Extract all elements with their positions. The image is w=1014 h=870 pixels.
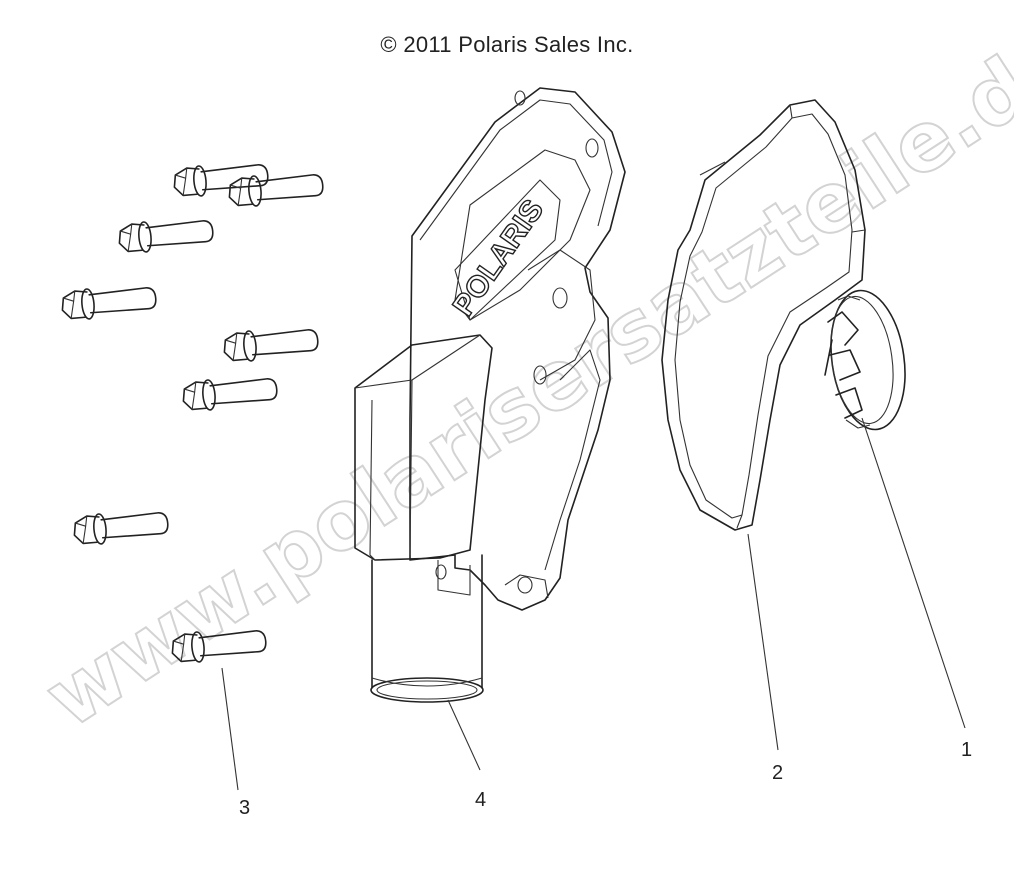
- bolt-group: [61, 163, 324, 663]
- flange-bolt: [182, 377, 278, 411]
- callout-4: 4: [475, 789, 486, 811]
- callout-2: 2: [772, 762, 783, 784]
- flange-bolt: [171, 629, 267, 663]
- leader-lines: [221, 417, 966, 791]
- leader-line-2: [747, 533, 779, 751]
- watermark-text: www.polarisersatzteile.de: [29, 9, 1014, 747]
- outlet-pipe: [371, 554, 483, 689]
- flange-bolt: [61, 286, 157, 320]
- flange-bolt: [73, 511, 169, 545]
- leader-line-3: [221, 667, 239, 791]
- impeller: [824, 289, 906, 431]
- gasket: [661, 99, 866, 531]
- outlet-box: [354, 334, 493, 561]
- callout-1: 1: [961, 739, 972, 761]
- copyright-text: © 2011 Polaris Sales Inc.: [380, 32, 634, 57]
- flange-bolt: [173, 163, 269, 197]
- flange-bolt: [118, 219, 214, 253]
- leader-line-4: [447, 699, 481, 771]
- flange-bolt: [228, 173, 324, 207]
- outlet-pipe-end: [370, 677, 484, 703]
- leader-line-1: [861, 417, 966, 729]
- flange-bolt: [223, 328, 319, 362]
- callout-3: 3: [239, 797, 250, 819]
- cover-plate-outline: [409, 87, 626, 611]
- logo-plate: [454, 179, 561, 321]
